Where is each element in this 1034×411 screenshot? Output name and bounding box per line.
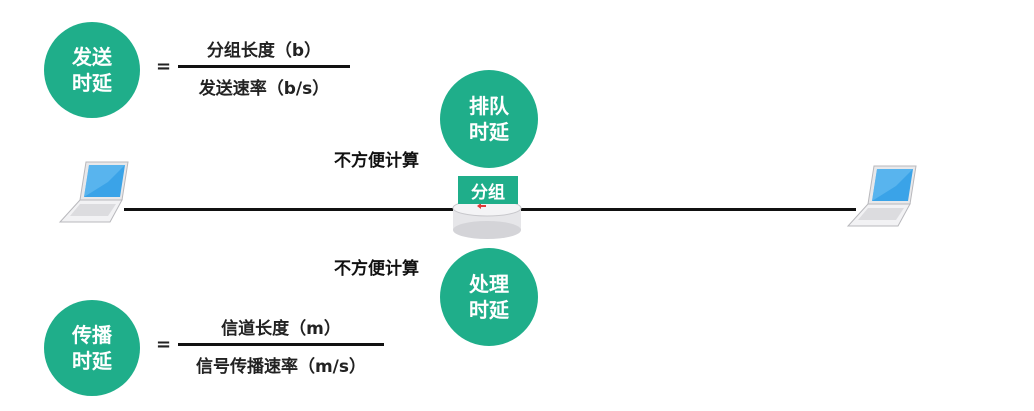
propagation-numerator: 信道长度（m）	[221, 319, 341, 339]
transmission-delay-label-line2: 时延	[72, 71, 112, 95]
propagation-fraction-bar	[178, 343, 384, 346]
queuing-delay-label-line2: 时延	[469, 120, 509, 144]
laptop-icon	[58, 160, 132, 226]
transmission-denominator: 发送速率（b/s）	[198, 79, 330, 99]
propagation-delay-label-line2: 时延	[72, 349, 112, 373]
propagation-equals: =	[156, 334, 172, 355]
transmission-fraction-bar	[178, 65, 350, 68]
transmission-numerator: 分组长度（b）	[206, 41, 322, 61]
link-right	[520, 208, 856, 211]
packet-label: 分组	[458, 176, 518, 204]
propagation-denominator: 信号传播速率（m/s）	[195, 357, 367, 377]
transmission-equals: =	[156, 56, 172, 77]
processing-delay-label-line2: 时延	[469, 298, 509, 322]
queuing-note: 不方便计算	[334, 151, 419, 171]
router-icon	[452, 199, 522, 240]
propagation-delay-label-line1: 传播	[72, 323, 112, 347]
processing-delay-label-line1: 处理	[469, 272, 509, 296]
processing-delay-circle: 处理 时延	[440, 248, 538, 346]
processing-note: 不方便计算	[334, 259, 419, 279]
link-left	[124, 208, 454, 211]
queuing-delay-label-line1: 排队	[469, 94, 509, 118]
transmission-delay-label-line1: 发送	[72, 45, 112, 69]
propagation-delay-circle: 传播 时延	[44, 300, 140, 396]
queuing-delay-circle: 排队 时延	[440, 70, 538, 168]
laptop-icon	[846, 164, 920, 230]
transmission-delay-circle: 发送 时延	[44, 22, 140, 118]
